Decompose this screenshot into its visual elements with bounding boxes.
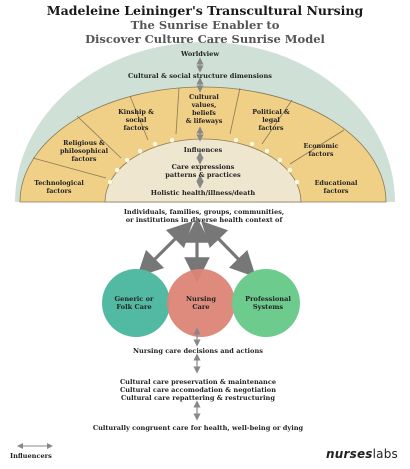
svg-text:factors: factors: [309, 150, 334, 158]
factor-religious: Religious & philosophical factors: [60, 139, 109, 163]
svg-text:beliefs: beliefs: [192, 109, 216, 117]
svg-text:& lifeways: & lifeways: [186, 117, 223, 125]
sun-rays: [107, 137, 300, 185]
preservation-label: Cultural care preservation & maintenance: [120, 378, 276, 386]
svg-text:Political &: Political &: [252, 108, 290, 116]
accomodation-label: Cultural care accomodation & negotiation: [120, 386, 276, 394]
svg-text:Nursing: Nursing: [186, 295, 216, 303]
factor-kinship: Kinship & social factors: [118, 108, 154, 132]
svg-text:factors: factors: [259, 124, 284, 132]
svg-text:or institutions in diverse hea: or institutions in diverse health contex…: [126, 216, 284, 224]
svg-text:Cultural: Cultural: [189, 93, 219, 101]
congruent-care-label: Culturally congruent care for health, we…: [93, 424, 304, 432]
factor-economic: Economic factors: [303, 142, 338, 158]
cultural-social-label: Cultural & social structure dimensions: [128, 72, 272, 80]
factor-political: Political & legal factors: [252, 108, 290, 132]
svg-text:Individuals, families, groups,: Individuals, families, groups, communiti…: [124, 208, 284, 216]
svg-text:Care expressions: Care expressions: [172, 163, 235, 171]
svg-text:legal: legal: [262, 116, 280, 124]
factor-technological: Technological factors: [34, 179, 84, 195]
main-title: Madeleine Leininger's Transcultural Nurs…: [46, 3, 364, 18]
decisions-label: Nursing care decisions and actions: [133, 347, 263, 355]
svg-text:Kinship &: Kinship &: [118, 108, 154, 116]
legend: Influencers: [10, 443, 53, 460]
svg-text:factors: factors: [124, 124, 149, 132]
holistic-health-label: Holistic health/illness/death: [151, 189, 256, 197]
svg-text:social: social: [126, 116, 147, 124]
nurseslabs-logo: nurseslabs: [326, 447, 398, 461]
svg-text:factors: factors: [324, 187, 349, 195]
professional-systems-label: Professional Systems: [245, 295, 291, 311]
svg-text:Educational: Educational: [315, 179, 358, 187]
individuals-label: Individuals, families, groups, communiti…: [124, 208, 284, 224]
care-system-arrows: [136, 217, 256, 283]
svg-text:Professional: Professional: [245, 295, 291, 303]
svg-text:Generic or: Generic or: [115, 295, 155, 303]
generic-care-circle: [102, 269, 170, 337]
repattering-label: Cultural care repattering & restructurin…: [121, 394, 275, 402]
svg-text:Religious &: Religious &: [63, 139, 105, 147]
generic-care-label: Generic or Folk Care: [115, 295, 155, 311]
svg-text:values,: values,: [191, 101, 217, 109]
svg-text:Systems: Systems: [253, 303, 284, 311]
inner-sun-arc: [104, 138, 302, 203]
brand-text-nurses: nurses: [326, 447, 373, 461]
subtitle-line-2: Discover Culture Care Sunrise Model: [85, 32, 325, 46]
care-expressions-label: Care expressions patterns & practices: [165, 163, 241, 179]
nursing-care-label: Nursing Care: [186, 295, 216, 311]
svg-text:Folk Care: Folk Care: [116, 303, 151, 311]
professional-systems-circle: [232, 269, 300, 337]
svg-text:philosophical: philosophical: [60, 147, 109, 155]
brand-text-labs: labs: [372, 447, 398, 461]
factor-cultural-values: Cultural values, beliefs & lifeways: [186, 93, 223, 125]
svg-text:Care: Care: [192, 303, 209, 311]
svg-text:Technological: Technological: [34, 179, 84, 187]
nursing-care-circle: [167, 269, 235, 337]
legend-influencers-label: Influencers: [10, 452, 52, 460]
svg-text:Economic: Economic: [303, 142, 338, 150]
title-block: Madeleine Leininger's Transcultural Nurs…: [0, 3, 410, 47]
svg-text:factors: factors: [47, 187, 72, 195]
subtitle-line-1: The Sunrise Enabler to: [130, 18, 280, 32]
svg-text:patterns & practices: patterns & practices: [165, 171, 241, 179]
worldview-label: Worldview: [180, 50, 219, 58]
influences-label: Influences: [184, 146, 223, 154]
factor-educational: Educational factors: [315, 179, 358, 195]
band-dividers: [32, 87, 345, 179]
svg-text:factors: factors: [72, 155, 97, 163]
